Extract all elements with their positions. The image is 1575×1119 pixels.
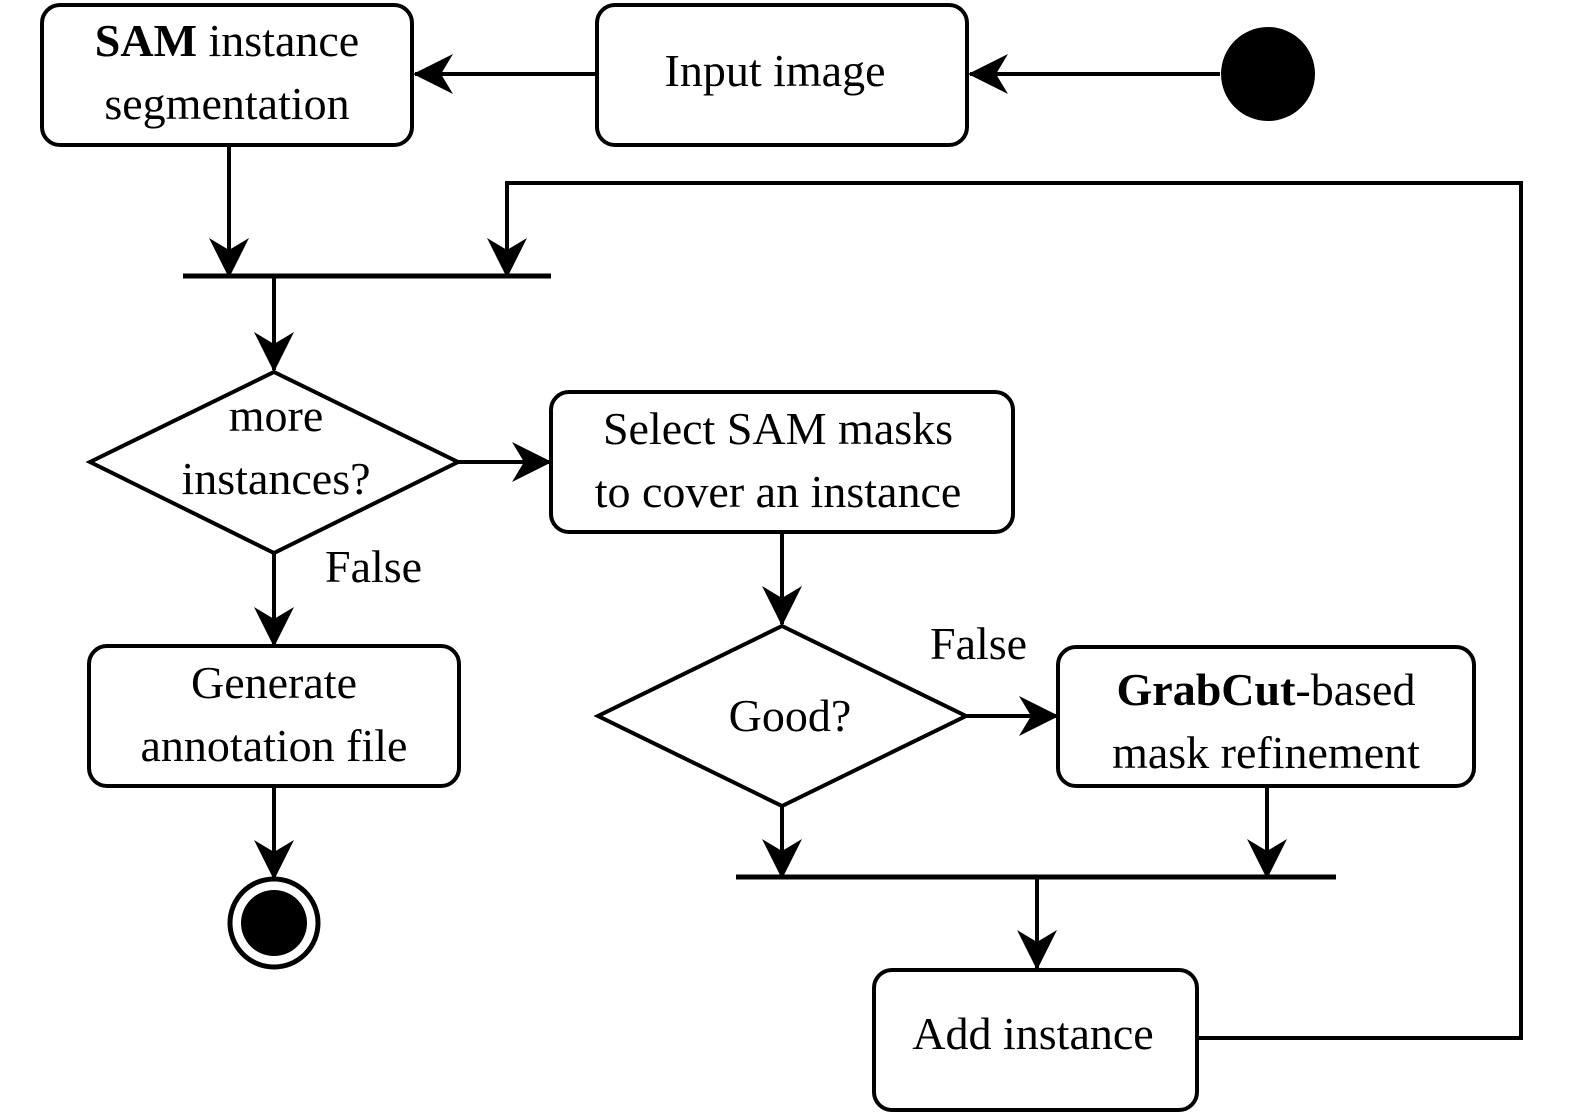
more-line1: more [229, 390, 324, 441]
svg-text:GrabCut-based: GrabCut-based [1117, 664, 1416, 715]
decision-more-instances: more instances? [85, 369, 463, 556]
node-grabcut-refinement: GrabCut-based mask refinement [1056, 645, 1476, 788]
node-generate-annotation: Generate annotation file [87, 644, 461, 788]
edge-label-more-false: False [325, 541, 422, 592]
grabcut-rest-label: -based [1295, 664, 1415, 715]
add-label: Add instance [912, 1008, 1153, 1059]
node-add-instance: Add instance [872, 968, 1199, 1112]
initial-node [1221, 27, 1315, 121]
generate-line1: Generate [191, 657, 357, 708]
edge-loop-back [487, 181, 1523, 1040]
sam-rest-label: instance [197, 15, 359, 66]
edge-label-good-false: False [930, 618, 1027, 669]
sam-line2: segmentation [104, 78, 349, 129]
node-sam-segmentation: SAM instance segmentation [40, 3, 414, 147]
sam-bold-label: SAM [95, 15, 197, 66]
select-line2: to cover an instance [595, 466, 962, 517]
grabcut-line2: mask refinement [1112, 727, 1420, 778]
more-line2: instances? [181, 453, 370, 504]
generate-line2: annotation file [141, 720, 408, 771]
decision-good: Good? [593, 623, 971, 809]
node-input-image: Input image [595, 3, 969, 147]
grabcut-bold-label: GrabCut [1117, 664, 1297, 715]
svg-text:SAM instance: SAM instance [95, 15, 359, 66]
select-line1: Select SAM masks [603, 403, 953, 454]
final-node [227, 876, 321, 970]
input-label: Input image [665, 45, 886, 96]
good-label: Good? [729, 690, 852, 741]
node-select-masks: Select SAM masks to cover an instance [549, 390, 1015, 534]
